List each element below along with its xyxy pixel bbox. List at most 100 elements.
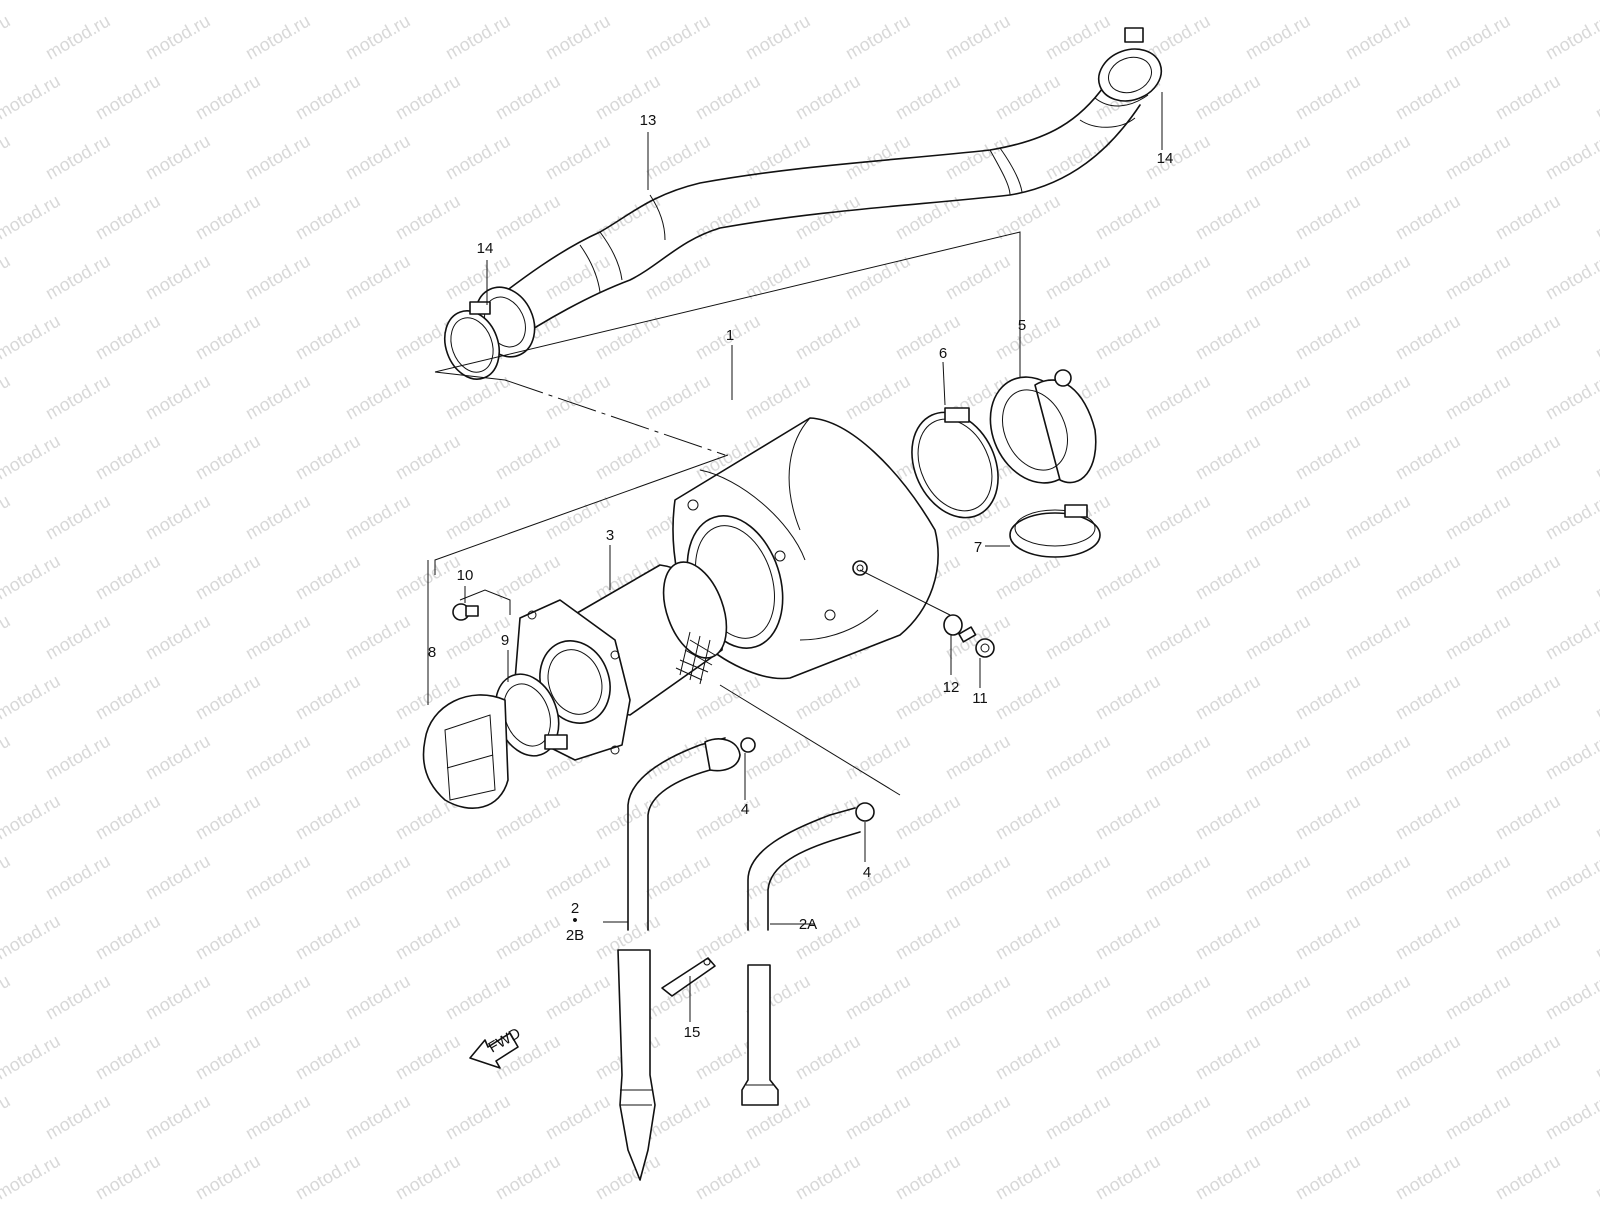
watermark-text: motod.ru — [642, 731, 714, 784]
watermark-text: motod.ru — [942, 971, 1014, 1024]
watermark-text: motod.ru — [1592, 0, 1600, 3]
watermark-text: motod.ru — [842, 1091, 914, 1144]
watermark-text: motod.ru — [92, 1151, 164, 1200]
watermark-text: motod.ru — [342, 731, 414, 784]
watermark-text: motod.ru — [1342, 371, 1414, 424]
watermark-text: motod.ru — [542, 851, 614, 904]
watermark-text: motod.ru — [292, 71, 364, 124]
watermark-text: motod.ru — [342, 1091, 414, 1144]
watermark-text: motod.ru — [942, 251, 1014, 304]
watermark-text: motod.ru — [1292, 1031, 1364, 1084]
watermark-text: motod.ru — [1392, 311, 1464, 364]
part-12-grommet — [943, 614, 963, 636]
watermark-text: motod.ru — [342, 251, 414, 304]
watermark-text: motod.ru — [1092, 671, 1164, 724]
watermark-text: motod.ru — [1492, 911, 1564, 964]
watermark-text: motod.ru — [842, 371, 914, 424]
watermark-text: motod.ru — [742, 851, 814, 904]
watermark-text: motod.ru — [1192, 71, 1264, 124]
callout-2-dot: • — [572, 912, 577, 929]
watermark-text: motod.ru — [1442, 1091, 1514, 1144]
part-11-bolt — [958, 626, 995, 658]
watermark-text: motod.ru — [0, 791, 64, 844]
watermark-text: motod.ru — [792, 791, 864, 844]
watermark-text: motod.ru — [992, 311, 1064, 364]
watermark-text: motod.ru — [92, 71, 164, 124]
watermark-text: motod.ru — [792, 1151, 864, 1200]
watermark-text: motod.ru — [0, 971, 14, 1024]
watermark-text: motod.ru — [1192, 191, 1264, 244]
watermark-text: motod.ru — [1292, 1151, 1364, 1200]
watermark-text: motod.ru — [1242, 371, 1314, 424]
watermark-text: motod.ru — [792, 71, 864, 124]
watermark-text: motod.ru — [1492, 1151, 1564, 1200]
watermark-text: motod.ru — [0, 1091, 14, 1144]
watermark-text: motod.ru — [1492, 0, 1564, 3]
watermark-text: motod.ru — [842, 851, 914, 904]
watermark-text: motod.ru — [442, 971, 514, 1024]
watermark-text: motod.ru — [1342, 251, 1414, 304]
watermark-text: motod.ru — [1392, 0, 1464, 3]
watermark-text: motod.ru — [42, 971, 114, 1024]
watermark-text: motod.ru — [1392, 1031, 1464, 1084]
watermark-text: motod.ru — [1042, 851, 1114, 904]
watermark-text: motod.ru — [1592, 311, 1600, 364]
assembly-bracket-lines — [427, 231, 1021, 796]
watermark-text: motod.ru — [1192, 791, 1264, 844]
watermark-text: motod.ru — [1192, 431, 1264, 484]
watermark-text: motod.ru — [492, 0, 564, 3]
watermark-text: motod.ru — [242, 371, 314, 424]
watermark-text: motod.ru — [542, 1091, 614, 1144]
part-8-intake-funnel — [422, 673, 568, 809]
watermark-text: motod.ru — [92, 551, 164, 604]
watermark-text: motod.ru — [92, 311, 164, 364]
watermark-text: motod.ru — [542, 11, 614, 64]
watermark-text: motod.ru — [1342, 731, 1414, 784]
watermark-text: motod.ru — [1292, 911, 1364, 964]
watermark-text: motod.ru — [1292, 431, 1364, 484]
watermark-text: motod.ru — [242, 1091, 314, 1144]
watermark-text: motod.ru — [442, 131, 514, 184]
callout-5: 5 — [1018, 317, 1026, 334]
callout-10: 10 — [457, 567, 474, 584]
watermark-text: motod.ru — [0, 311, 64, 364]
watermark-text: motod.ru — [192, 191, 264, 244]
callout-11: 11 — [972, 690, 988, 707]
watermark-text: motod.ru — [1442, 611, 1514, 664]
watermark-text: motod.ru — [142, 491, 214, 544]
part-13-intake-duct — [443, 27, 1163, 380]
watermark-text: motod.ru — [892, 1031, 964, 1084]
watermark-text: motod.ru — [392, 1151, 464, 1200]
watermark-text: motod.ru — [142, 371, 214, 424]
watermark-text: motod.ru — [92, 1031, 164, 1084]
watermark-text: motod.ru — [1192, 911, 1264, 964]
watermark-text: motod.ru — [1292, 311, 1364, 364]
watermark-text: motod.ru — [1042, 971, 1114, 1024]
watermark-text: motod.ru — [342, 131, 414, 184]
fwd-arrow-icon: FWD — [469, 1025, 524, 1069]
watermark-text: motod.ru — [192, 551, 264, 604]
watermark-text: motod.ru — [1492, 191, 1564, 244]
watermark-text: motod.ru — [842, 731, 914, 784]
watermark-text: motod.ru — [1592, 791, 1600, 844]
watermark-text: motod.ru — [542, 371, 614, 424]
watermark-text: motod.ru — [242, 851, 314, 904]
callout-2b: 2B — [566, 927, 584, 944]
watermark-text: motod.ru — [1342, 131, 1414, 184]
watermark-text: motod.ru — [442, 851, 514, 904]
watermark-text: motod.ru — [542, 971, 614, 1024]
watermark-text: motod.ru — [892, 0, 964, 3]
watermark-text: motod.ru — [0, 1151, 64, 1200]
callout-4-upper: 4 — [741, 801, 749, 818]
watermark-text: motod.ru — [442, 1091, 514, 1144]
watermark-text: motod.ru — [1592, 671, 1600, 724]
watermark-text: motod.ru — [792, 311, 864, 364]
watermark-text: motod.ru — [592, 431, 664, 484]
watermark-text: motod.ru — [292, 431, 364, 484]
watermark-text: motod.ru — [0, 671, 64, 724]
watermark-text: motod.ru — [142, 971, 214, 1024]
watermark-text: motod.ru — [1442, 731, 1514, 784]
watermark-text: motod.ru — [1442, 11, 1514, 64]
watermark-text: motod.ru — [1542, 971, 1600, 1024]
watermark-text: motod.ru — [0, 131, 14, 184]
